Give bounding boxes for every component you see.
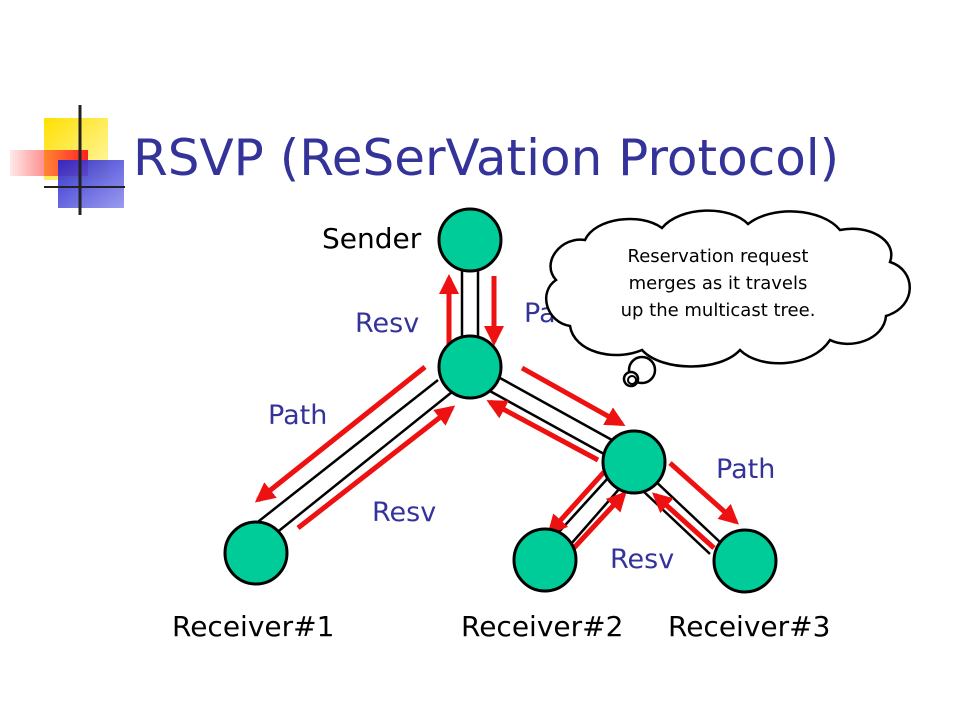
receiver3-label: Receiver#3: [668, 610, 830, 643]
sender-node: [437, 207, 503, 273]
resv-arrow-receiver3: [652, 492, 716, 550]
callout-cloud: Reservation request merges as it travels…: [545, 209, 911, 388]
path-arrow-branch: [520, 365, 626, 427]
callout-line-1: Reservation request: [628, 246, 809, 267]
decorative-logo: [10, 105, 125, 215]
receiver2-node: [512, 527, 578, 593]
cloud-shape: [545, 209, 911, 368]
router-node: [437, 334, 503, 400]
receiver1-node: [223, 520, 289, 586]
path-arrow-receiver3: [668, 461, 739, 525]
receiver2-label: Receiver#2: [461, 610, 623, 643]
resv-label-right: Resv: [610, 544, 674, 575]
resv-arrow-branch: [486, 399, 600, 463]
resv-label-top: Resv: [355, 308, 419, 339]
path-label-right: Path: [716, 454, 775, 485]
callout-line-2: merges as it travels: [629, 273, 808, 294]
cloud-bubble-small: [627, 375, 637, 385]
branch-router-node: [601, 429, 667, 495]
tree-links: [244, 270, 723, 555]
path-arrow-receiver1: [254, 365, 427, 503]
receiver1-label: Receiver#1: [172, 610, 334, 643]
message-arrows: [254, 274, 739, 552]
sender-label: Sender: [322, 222, 422, 255]
resv-label-left: Resv: [372, 497, 436, 528]
network-nodes: [223, 207, 778, 594]
path-label-left: Path: [268, 400, 327, 431]
resv-arrow-receiver1: [296, 405, 456, 530]
receiver3-node: [712, 528, 778, 594]
resv-arrow-receiver2: [570, 491, 627, 552]
callout-line-3: up the multicast tree.: [621, 300, 816, 321]
slide-title: RSVP (ReSerVation Protocol): [133, 129, 839, 187]
path-arrow-receiver2: [547, 470, 606, 535]
